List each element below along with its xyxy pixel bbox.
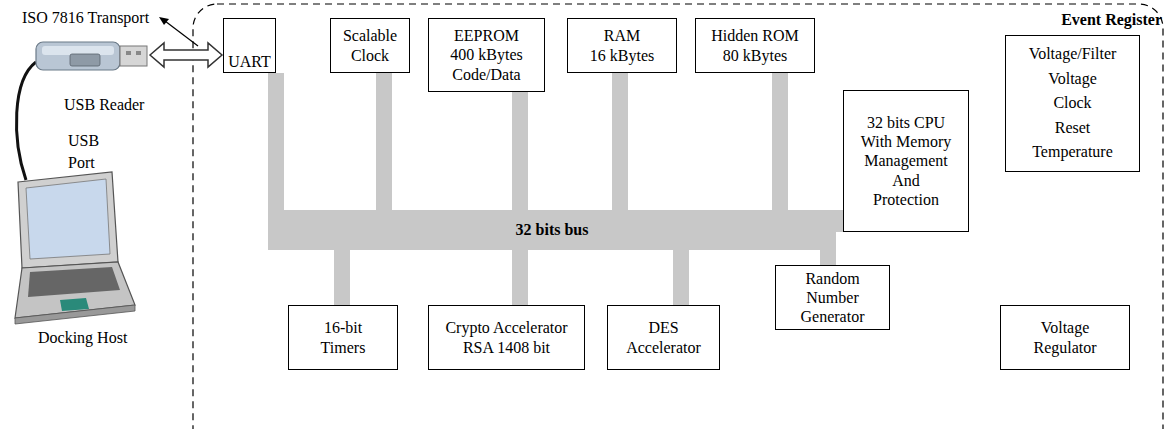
bus-link-bar [512,250,528,305]
bus-link-bar [334,250,350,305]
transport-arrow [150,43,222,67]
part-label: USB Port [68,130,113,174]
event-register: Event RegisterVoltage/FilterVoltageClock… [1005,10,1162,172]
node-text: Random Number Generator [788,269,878,327]
rng-box: Random Number Generator [775,265,890,330]
node-text: Crypto Accelerator [445,318,567,337]
memory-box: Hidden ROM80 kBytes [695,18,815,73]
node-text: Code/Data [452,65,520,84]
card-boundary [193,4,1163,429]
register-item: Reset [1006,116,1139,141]
bus-link [620,73,621,210]
usb-cable [17,62,36,180]
node-text: Scalable Clock [336,26,404,64]
bus-link-bar [376,73,392,210]
register-frame: Voltage/FilterVoltageClockResetTemperatu… [1005,35,1140,172]
bus-link-bar [836,210,843,232]
leader-arrow [159,17,198,46]
bus-link-bar [268,73,284,210]
regulator-box: Voltage Regulator [1000,305,1130,370]
node-text: RSA 1408 bit [463,338,550,357]
timer-box: 16-bit Timers [288,305,398,370]
cpu-box: 32 bits CPU With Memory Management And P… [843,90,969,232]
bus-link [520,92,521,210]
bus-link-bar [820,250,836,265]
register-item: Temperature [1006,140,1139,165]
node-text: 400 kBytes [450,45,522,64]
node-text: 32 bits bus [516,221,589,239]
register-heading: Event Register [1005,10,1162,30]
crypto-box: DES Accelerator [607,305,720,370]
bus-link [836,221,843,222]
system-bus: 32 bits bus [268,210,836,250]
node-text: Voltage Regulator [1024,318,1106,356]
register-item: Voltage [1006,67,1139,92]
node-text: DES Accelerator [621,318,707,356]
bus-link [780,73,781,210]
node-text: Hidden ROM [711,26,799,45]
usb-reader [36,42,147,70]
bus-link-bar [772,73,788,210]
bus-link [828,250,829,265]
clock-box: Scalable Clock [330,18,410,73]
node-text: 80 kBytes [723,46,787,65]
bus-link-bar [612,73,628,210]
node-text: 16 kBytes [590,46,654,65]
node-text: EEPROM [454,26,519,45]
memory-box: RAM16 kBytes [567,18,677,73]
bus-link [276,73,277,210]
uart-box: UART [223,18,276,73]
crypto-box: Crypto AcceleratorRSA 1408 bit [428,305,585,370]
bus-link-bar [512,92,528,210]
node-text: 32 bits CPU With Memory Management And P… [859,113,953,209]
bus-link [342,250,343,305]
laptop [15,172,135,324]
part-label: Docking Host [38,328,127,349]
node-text: RAM [604,26,640,45]
node-text: UART [228,52,271,71]
bus-link [520,250,521,305]
register-item: Voltage/Filter [1006,42,1139,67]
bus-link [384,73,385,210]
part-label: USB Reader [64,95,144,116]
node-text: 16-bit Timers [307,318,379,356]
memory-box: EEPROM400 kBytesCode/Data [428,18,545,92]
bus-link-bar [673,250,689,305]
bus-link [681,250,682,305]
part-label: ISO 7816 Transport [22,8,149,29]
register-item: Clock [1006,91,1139,116]
